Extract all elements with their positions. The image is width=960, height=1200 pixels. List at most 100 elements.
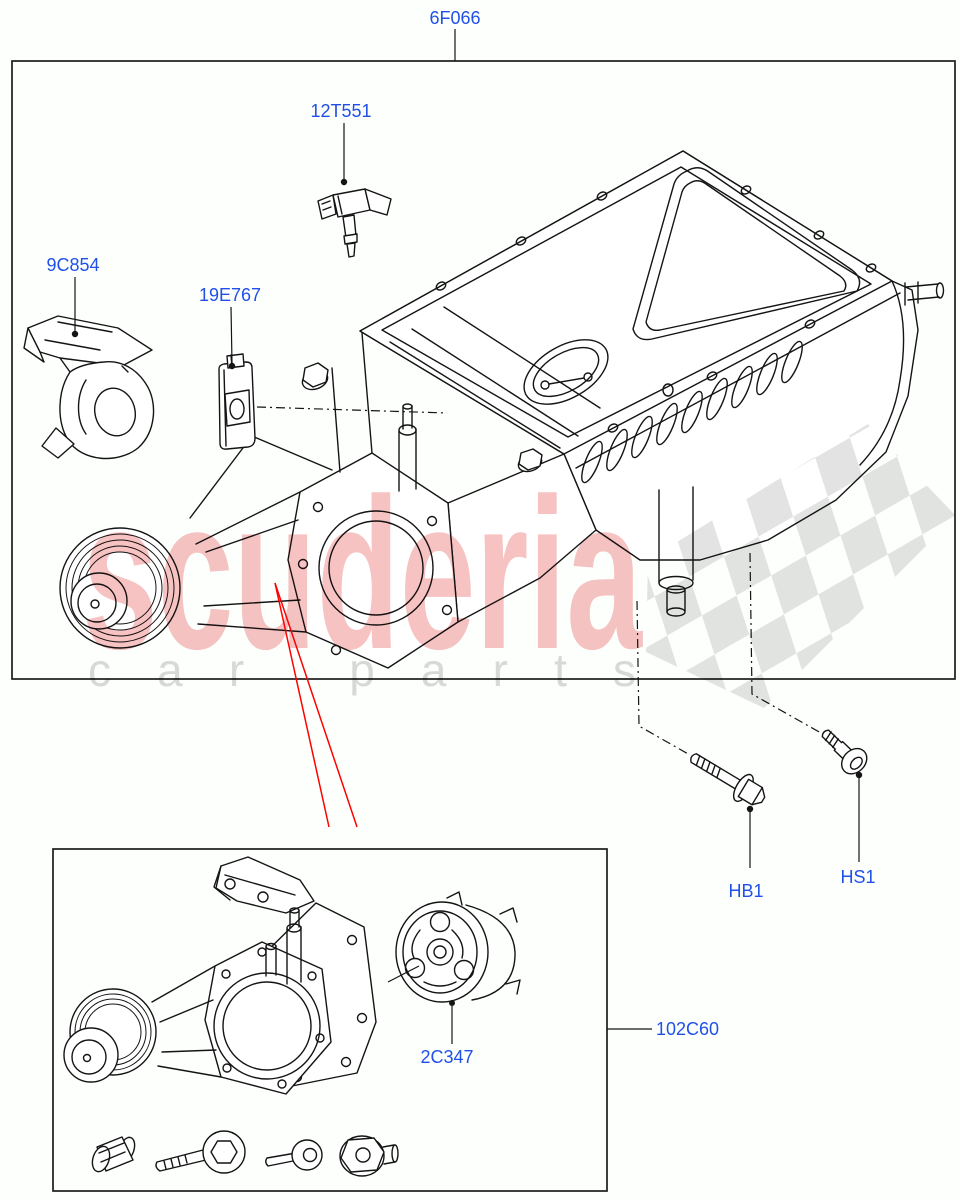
plate-hole bbox=[441, 604, 453, 616]
bolt-hex bbox=[518, 448, 543, 471]
front-cover-drawing bbox=[63, 856, 377, 1095]
cover-tube-2 bbox=[265, 945, 277, 977]
pulley-hub-inner bbox=[77, 583, 117, 623]
coupling-face bbox=[395, 901, 489, 1003]
actuator-bracket bbox=[27, 315, 153, 367]
clamp-body bbox=[218, 361, 256, 450]
hb1-guide-line bbox=[636, 600, 691, 756]
bracket-joins bbox=[59, 357, 129, 373]
cover-center-hole bbox=[82, 1053, 92, 1063]
coupling-tabs bbox=[446, 891, 521, 995]
lid-bolt-holes bbox=[435, 185, 877, 433]
coupling-face-inner bbox=[402, 910, 478, 994]
clamp-19E767-drawing bbox=[218, 353, 256, 450]
cover-tube bbox=[286, 926, 302, 985]
sensor-ridge bbox=[337, 195, 343, 215]
screw-socket bbox=[849, 756, 863, 770]
kit-screw-socket bbox=[302, 1147, 318, 1163]
sleeve-front bbox=[91, 1145, 111, 1173]
main-assembly-box bbox=[11, 60, 956, 680]
actuator-foot bbox=[41, 427, 75, 459]
sensor-wing bbox=[364, 188, 392, 216]
label-clamp[interactable]: 19E767 bbox=[199, 285, 261, 305]
bolt-hole bbox=[813, 230, 825, 240]
tube-nub bbox=[402, 405, 413, 430]
plate-hole bbox=[356, 1012, 368, 1024]
label-assembly[interactable]: 6F066 bbox=[429, 8, 480, 28]
label-coupling[interactable]: 2C347 bbox=[420, 1047, 473, 1067]
plate-bore-inner bbox=[328, 520, 424, 616]
tube-sides bbox=[398, 428, 417, 492]
snout-lines bbox=[189, 435, 333, 633]
kit-bolt-hex-socket bbox=[210, 1140, 238, 1164]
face-ribs bbox=[389, 306, 601, 449]
kit-nut-shank bbox=[382, 1144, 396, 1165]
lid-opening-inner bbox=[645, 180, 847, 332]
slot bbox=[681, 390, 703, 434]
slot bbox=[581, 440, 603, 484]
inlet-oval-outer bbox=[523, 339, 609, 405]
bolt-hole bbox=[706, 371, 718, 381]
nub-cap bbox=[402, 403, 413, 410]
sensor-collar bbox=[343, 233, 358, 245]
breather-tube bbox=[398, 403, 417, 492]
bolt-threads bbox=[695, 755, 721, 779]
sensor-tip bbox=[346, 242, 356, 258]
bolt-hole bbox=[596, 191, 608, 201]
clamp-centerline bbox=[256, 406, 448, 414]
plate-hole bbox=[340, 1056, 352, 1068]
slot bbox=[731, 365, 753, 409]
label-hs1[interactable]: HS1 bbox=[840, 867, 875, 887]
kit-bolt-threads bbox=[163, 1154, 188, 1170]
coupling-pointer bbox=[387, 965, 420, 983]
kit-bolt-shank bbox=[155, 1149, 207, 1172]
supercharger-drawing bbox=[59, 150, 945, 669]
watermark-tagline-text: car parts bbox=[88, 644, 636, 696]
plate-hole bbox=[346, 934, 358, 946]
plate-hole bbox=[307, 971, 317, 981]
plate-bore-outer bbox=[318, 510, 434, 626]
coupling-lobe bbox=[429, 911, 451, 933]
lid-inner-rail bbox=[381, 166, 872, 438]
bolt-hex bbox=[302, 362, 329, 388]
slot bbox=[756, 352, 778, 396]
coupling-housing bbox=[465, 904, 516, 1001]
slot bbox=[606, 428, 628, 472]
watermark-brand-text: scuderia bbox=[82, 453, 643, 694]
small-hole bbox=[662, 383, 674, 397]
label-hb1[interactable]: HB1 bbox=[728, 881, 763, 901]
plate-outline bbox=[287, 452, 459, 669]
plate-hole bbox=[277, 1079, 287, 1089]
lid-opening-outer bbox=[632, 167, 861, 341]
plate-hole bbox=[312, 501, 324, 513]
plate-hole bbox=[426, 515, 438, 527]
shaft-lines bbox=[905, 283, 940, 301]
clamp-window bbox=[224, 389, 251, 427]
plate-arm-lines bbox=[331, 332, 373, 473]
coupling-center-hole bbox=[433, 945, 447, 959]
cover-bore-outer bbox=[213, 972, 321, 1080]
connector-pins bbox=[321, 200, 332, 211]
plate-hole bbox=[221, 969, 231, 979]
plate-hole bbox=[222, 1063, 232, 1073]
coupling-dot bbox=[449, 1000, 455, 1006]
bracket-hole bbox=[224, 878, 236, 890]
label-sensor[interactable]: 12T551 bbox=[310, 101, 371, 121]
bracket-lines bbox=[213, 865, 296, 901]
inlet-link bbox=[548, 377, 585, 385]
red-line-right bbox=[274, 582, 358, 828]
sensor-12T551-drawing bbox=[317, 188, 392, 258]
cover-bore-inner bbox=[222, 981, 312, 1071]
coupling-2C347-drawing bbox=[387, 891, 521, 1003]
case-front-face bbox=[389, 306, 674, 449]
inlet-bolt bbox=[540, 380, 550, 390]
bolt-hole bbox=[607, 423, 619, 433]
label-actuator[interactable]: 9C854 bbox=[46, 255, 99, 275]
label-front-cover[interactable]: 102C60 bbox=[656, 1019, 719, 1039]
inlet-bolt bbox=[583, 372, 593, 382]
hs1-dot bbox=[855, 771, 863, 779]
front-cover-kit-box bbox=[52, 848, 608, 1192]
bolt-hb1-drawing bbox=[690, 753, 766, 806]
shaft-step bbox=[904, 281, 919, 306]
